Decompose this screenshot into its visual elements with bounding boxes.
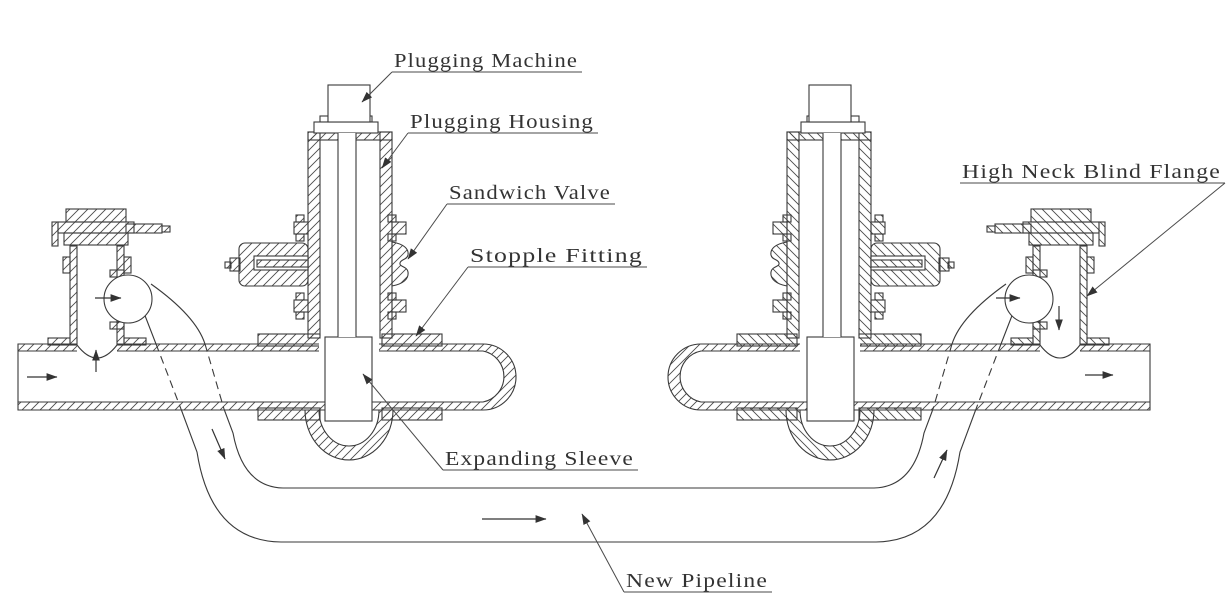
bypass-left-leg bbox=[150, 283, 206, 345]
plugging-housing-wall bbox=[307, 131, 321, 339]
leader-line bbox=[1086, 182, 1226, 297]
plugging-machine-block bbox=[327, 84, 371, 123]
weld-pad bbox=[47, 337, 71, 346]
branch-stab-in bbox=[76, 344, 118, 359]
leader-line bbox=[415, 266, 469, 337]
leader-line bbox=[407, 203, 448, 260]
flange-bolt bbox=[125, 223, 163, 234]
elbow-ball bbox=[103, 274, 153, 324]
leader-line bbox=[381, 132, 409, 169]
leader-line bbox=[362, 373, 444, 471]
label-sandwich-valve: Sandwich Valve bbox=[407, 182, 615, 260]
plugging-machine-label: Plugging Machine bbox=[394, 50, 578, 72]
flow-arrow-up-leg bbox=[933, 449, 948, 479]
label-new-pipeline: New Pipeline bbox=[581, 513, 772, 593]
stopple-fitting-label: Stopple Fitting bbox=[470, 245, 643, 267]
branch-wall bbox=[69, 245, 78, 346]
label-plugging-machine: Plugging Machine bbox=[361, 50, 582, 103]
blind-flange-cap bbox=[65, 208, 127, 223]
leader-line bbox=[361, 71, 393, 103]
high-neck-blind-flange-label: High Neck Blind Flange bbox=[962, 161, 1221, 183]
pipe-wall-right bbox=[667, 343, 1151, 411]
main-pipeline-left-section bbox=[17, 343, 517, 411]
bypass-right-leg bbox=[951, 283, 1007, 345]
label-high-neck-blind-flange: High Neck Blind Flange bbox=[960, 161, 1226, 297]
new-pipeline-bypass bbox=[143, 283, 1014, 543]
valve-flange bbox=[293, 221, 309, 235]
new-pipeline-label: New Pipeline bbox=[626, 570, 768, 592]
pipe-wall-left bbox=[17, 343, 517, 411]
sandwich-valve-body bbox=[391, 241, 409, 287]
neck-collar bbox=[62, 256, 71, 274]
branch-tee-right bbox=[986, 208, 1110, 359]
label-stopple-fitting: Stopple Fitting bbox=[415, 245, 647, 337]
label-expanding-sleeve: Expanding Sleeve bbox=[362, 373, 638, 471]
flange-bolt-nut bbox=[161, 225, 171, 233]
sandwich-valve-label: Sandwich Valve bbox=[449, 182, 611, 204]
plugging-assembly-left bbox=[224, 84, 443, 461]
bypass-hidden-behind-pipe bbox=[204, 343, 225, 410]
leader-line bbox=[581, 513, 625, 593]
flow-arrow-down-leg bbox=[211, 428, 226, 460]
branch-tee-left bbox=[47, 208, 171, 359]
label-plugging-housing: Plugging Housing bbox=[381, 111, 598, 169]
main-pipeline-right-section bbox=[667, 343, 1151, 411]
plugging-housing-label: Plugging Housing bbox=[410, 111, 594, 133]
expanding-sleeve bbox=[324, 336, 373, 422]
machine-flange-plate bbox=[313, 121, 379, 134]
flow-arrows bbox=[27, 294, 1114, 523]
expanding-sleeve-label: Expanding Sleeve bbox=[445, 448, 634, 470]
